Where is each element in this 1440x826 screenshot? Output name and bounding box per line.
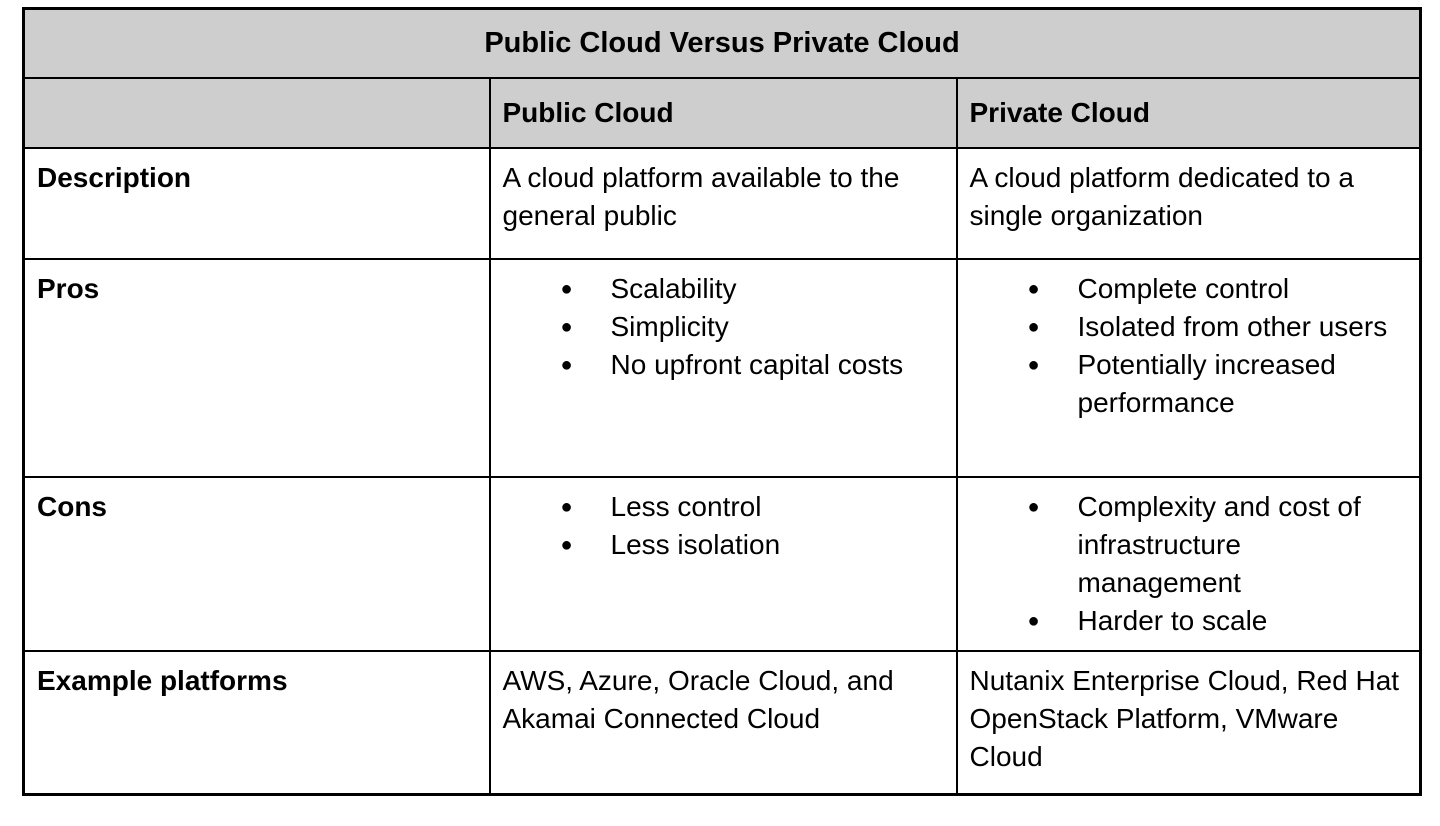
row-label: Cons: [22, 475, 491, 652]
comparison-table: Public Cloud Versus Private Cloud Public…: [22, 7, 1423, 796]
table-title-row: Public Cloud Versus Private Cloud: [22, 7, 1422, 79]
column-header-blank: [22, 76, 491, 149]
bullet-item: Simplicity: [561, 308, 944, 346]
row-label: Pros: [22, 257, 491, 478]
bullet-item: No upfront capital costs: [561, 346, 944, 384]
bullet-list: Complexity and cost of infrastructure ma…: [970, 488, 1408, 640]
table-title: Public Cloud Versus Private Cloud: [22, 7, 1422, 79]
public-cloud-cell: Less controlLess isolation: [488, 475, 958, 652]
row-label: Example platforms: [22, 649, 491, 796]
bullet-list: ScalabilitySimplicityNo upfront capital …: [503, 270, 944, 384]
table-row: ProsScalabilitySimplicityNo upfront capi…: [22, 257, 1422, 478]
table-row: ConsLess controlLess isolationComplexity…: [22, 475, 1422, 652]
column-header-row: Public Cloud Private Cloud: [22, 76, 1422, 149]
private-cloud-cell: Complexity and cost of infrastructure ma…: [955, 475, 1422, 652]
bullet-list: Complete controlIsolated from other user…: [970, 270, 1408, 422]
row-label: Description: [22, 146, 491, 260]
column-header-private-cloud: Private Cloud: [955, 76, 1422, 149]
private-cloud-cell: Nutanix Enterprise Cloud, Red Hat OpenSt…: [955, 649, 1422, 796]
bullet-item: Less isolation: [561, 526, 944, 564]
bullet-list: Less controlLess isolation: [503, 488, 944, 564]
public-cloud-cell: A cloud platform available to the genera…: [488, 146, 958, 260]
private-cloud-cell: Complete controlIsolated from other user…: [955, 257, 1422, 478]
bullet-item: Complexity and cost of infrastructure ma…: [1028, 488, 1408, 602]
bullet-item: Scalability: [561, 270, 944, 308]
bullet-item: Isolated from other users: [1028, 308, 1408, 346]
bullet-item: Potentially increased performance: [1028, 346, 1408, 422]
private-cloud-cell: A cloud platform dedicated to a single o…: [955, 146, 1422, 260]
bullet-item: Complete control: [1028, 270, 1408, 308]
public-cloud-cell: ScalabilitySimplicityNo upfront capital …: [488, 257, 958, 478]
column-header-public-cloud: Public Cloud: [488, 76, 958, 149]
bullet-item: Harder to scale: [1028, 602, 1408, 640]
bullet-item: Less control: [561, 488, 944, 526]
public-cloud-cell: AWS, Azure, Oracle Cloud, and Akamai Con…: [488, 649, 958, 796]
